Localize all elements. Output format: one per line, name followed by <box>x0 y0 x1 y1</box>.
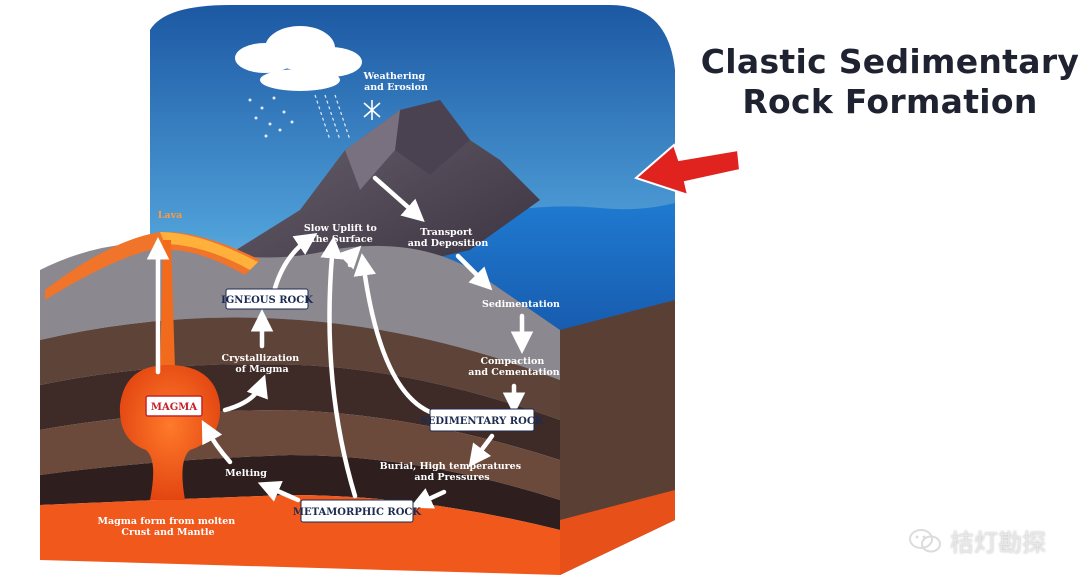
ground-side-bottom <box>560 490 675 575</box>
metamorphic-rock-box: METAMORPHIC ROCK <box>293 499 422 523</box>
magma-base-layer <box>40 495 560 575</box>
transport-label: Transport and Deposition <box>408 227 489 249</box>
burial-label: Burial, High temperatures and Pressures <box>380 461 525 483</box>
mountain-shade <box>395 100 470 175</box>
process-arrows <box>146 175 534 509</box>
weathering-label: Weathering and Erosion <box>363 71 429 93</box>
watermark-text: 桔灯勘探 <box>950 529 1046 557</box>
arrow-burial-metamorphic <box>409 488 447 509</box>
lava-conduit <box>160 240 175 370</box>
sedimentary-rock-box: SEDIMENTARY ROCK <box>421 408 544 432</box>
arrow-transport-sedimentation <box>455 253 493 291</box>
sedimentary-rock-label: SEDIMENTARY ROCK <box>421 416 544 427</box>
red-pointer-arrow-icon <box>634 143 742 197</box>
snowflake-icon <box>363 100 381 120</box>
arrow-metamorphic-to-melting <box>257 480 301 503</box>
wechat-icon <box>909 528 941 552</box>
compaction-label: Compaction and Cementation <box>468 356 559 378</box>
arrow-sedimentary-to-uplift <box>353 253 433 415</box>
title-line-2: Rock Formation <box>742 82 1038 121</box>
arrow-sedimentary-upward <box>337 245 362 270</box>
metamorphic-rock-label: METAMORPHIC ROCK <box>293 507 422 518</box>
arrow-magma-to-crystallization <box>222 374 268 413</box>
igneous-rock-label: IGNEOUS ROCK <box>221 295 313 306</box>
cloud-icon <box>235 26 362 91</box>
arrow-metamorphic-to-uplift <box>320 236 358 499</box>
arrow-igneous-to-uplift <box>272 232 318 291</box>
title-line-1: Clastic Sedimentary <box>700 42 1080 81</box>
lava-flow <box>160 232 258 270</box>
magma-box: MAGMA <box>145 395 203 417</box>
page-title: Clastic Sedimentary Rock Formation <box>700 42 1080 122</box>
arrow-uplift-transport <box>372 175 425 222</box>
arrow-melting-to-magma <box>201 420 233 465</box>
mountain-shade <box>345 110 400 190</box>
sedimentation-label: Sedimentation <box>482 299 560 310</box>
magma-source-label: Magma form from molten Crust and Mantle <box>97 516 238 538</box>
watermark: 桔灯勘探 <box>908 523 1046 558</box>
arrow-sedimentary-burial <box>468 433 495 468</box>
crystallization-label: Crystallization of Magma <box>222 353 303 375</box>
melting-label: Melting <box>225 468 267 479</box>
lava-label: Lava <box>158 210 183 221</box>
rain-drops <box>248 94 351 141</box>
magma-label: MAGMA <box>151 402 197 413</box>
uplift-label: Slow Uplift to the Surface <box>304 223 380 245</box>
igneous-rock-box: IGNEOUS ROCK <box>221 288 313 310</box>
